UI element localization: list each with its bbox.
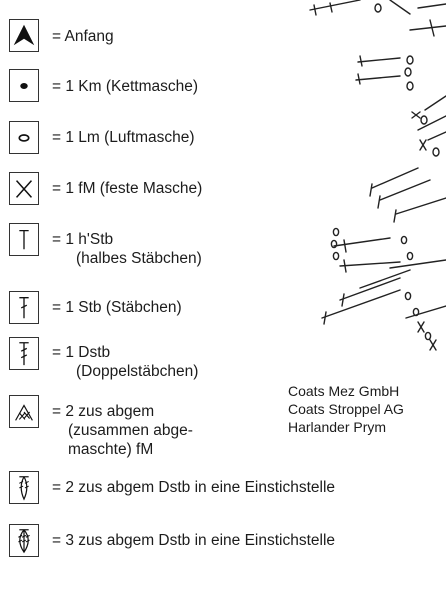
tr2tog-cluster-icon: [9, 471, 39, 504]
legend-label-chain: = 1 Lm (Luftmasche): [52, 129, 195, 146]
treble-crochet-icon: [9, 337, 39, 370]
legend-label-single-crochet: = 1 fM (feste Masche): [52, 180, 203, 197]
legend-label-sc2tog: = 2 zus abgem (zusammen abge- maschte) f…: [52, 403, 193, 458]
legend-label-half-double: = 1 h'Stb (halbes Stäbchen): [52, 231, 202, 267]
crochet-chart-diagram: [309, 0, 446, 351]
double-crochet-icon: [9, 291, 39, 324]
legend-label-tr2tog: = 2 zus abgem Dstb in eine Einstichstell…: [52, 479, 336, 496]
tr3tog-cluster-icon: [9, 524, 39, 557]
legend-label-tr3tog: = 3 zus abgem Dstb in eine Einstichstell…: [52, 532, 336, 549]
legend-label-treble: = 1 Dstb (Doppelstäbchen): [52, 344, 199, 380]
start-arrow-icon: [9, 19, 39, 52]
single-crochet-x-icon: [9, 172, 39, 205]
half-double-crochet-icon: [9, 223, 39, 256]
company-name-3: Harlander Prym: [288, 419, 387, 435]
company-name-2: Coats Stroppel AG: [288, 401, 404, 417]
chain-stitch-oval-icon: [9, 121, 39, 154]
legend-label-slip-stitch: = 1 Km (Kettmasche): [52, 78, 199, 95]
legend-label-start: = Anfang: [52, 28, 114, 45]
legend-label-double: = 1 Stb (Stäbchen): [52, 299, 182, 316]
slip-stitch-dot-icon: [9, 69, 39, 102]
company-name-1: Coats Mez GmbH: [288, 383, 400, 399]
sc2tog-icon: [9, 395, 39, 428]
